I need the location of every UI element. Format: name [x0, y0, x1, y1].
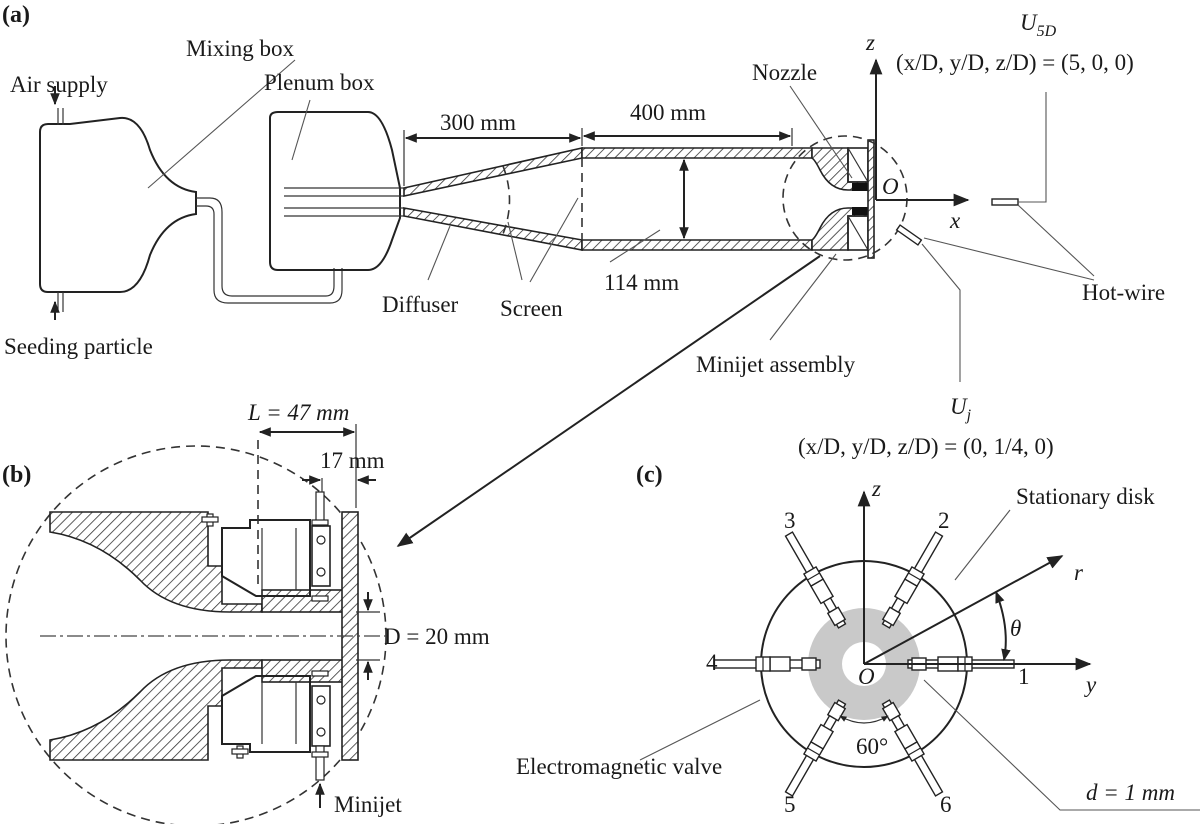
detail-pointer-arrow [396, 255, 821, 547]
plenum-box-shape [269, 111, 401, 271]
jet-number-5: 5 [784, 792, 796, 817]
r-axis-label-c: r [1074, 560, 1084, 585]
plenum-box-label: Plenum box [264, 70, 375, 95]
u5d-label: U5D [1020, 10, 1057, 40]
valve-assembly-top [201, 491, 331, 602]
minijet-label: Minijet [334, 792, 402, 817]
nozzle-label: Nozzle [752, 60, 817, 85]
dim-17-label: 17 mm [320, 448, 385, 473]
minijet-block-bottom [852, 207, 868, 215]
jet-number-2: 2 [938, 508, 950, 533]
angle-arc [839, 715, 889, 724]
electromagnetic-valve-label: Electromagnetic valve [516, 754, 722, 779]
theta-arc [995, 590, 1011, 662]
origin-label-a: O [882, 174, 899, 199]
chamber-wall-bottom [581, 239, 813, 251]
x-axis-label-a: x [949, 208, 961, 233]
D-dimension-label: D = 20 mm [384, 624, 490, 649]
body-plate-top [261, 589, 355, 613]
z-axis-label-a: z [865, 30, 875, 55]
screen-label: Screen [500, 296, 563, 321]
jet-number-6: 6 [940, 792, 952, 817]
z-axis-label-c: z [871, 476, 881, 501]
uj-label: Uj [950, 394, 972, 424]
jet-number-4: 4 [706, 650, 718, 675]
dim-300-label: 300 mm [440, 110, 516, 135]
diffuser-wall-bottom [403, 207, 583, 251]
L-dimension-label: L = 47 mm [247, 400, 349, 425]
panel-b: (b) [2, 400, 490, 824]
jet-number-3: 3 [784, 508, 796, 533]
stationary-disk-label: Stationary disk [1016, 484, 1155, 509]
minijet-array [713, 531, 1015, 797]
panel-a: (a) [2, 2, 1165, 547]
diffuser-wall-top [403, 147, 583, 197]
jet-number-1: 1 [1018, 664, 1030, 689]
uj-coords: (x/D, y/D, z/D) = (0, 1/4, 0) [798, 434, 1054, 459]
hot-wire-probe-1 [991, 198, 1019, 206]
y-axis-label-c: y [1084, 672, 1097, 697]
minijet-valve-2 [881, 531, 944, 629]
r-axis-c [863, 555, 1064, 665]
detail-circle-b [5, 445, 387, 824]
detail-circle-a [782, 135, 908, 261]
angle-60-label: 60° [856, 734, 888, 759]
minijet-block-top [852, 183, 868, 191]
panel-c: (c) z y r θ O 60° Stationary disk Electr… [516, 462, 1200, 817]
dim-114-label: 114 mm [604, 270, 679, 295]
body-plate-bottom [261, 659, 355, 683]
mixing-box-shape [39, 116, 197, 293]
origin-label-c: O [858, 664, 875, 689]
minijet-valve-5 [784, 699, 847, 797]
minijet-valve-4 [713, 656, 821, 672]
seeding-particle-label: Seeding particle [4, 334, 153, 359]
u5d-coords: (x/D, y/D, z/D) = (5, 0, 0) [896, 50, 1134, 75]
hot-wire-probe-2 [895, 224, 923, 246]
air-supply-label: Air supply [10, 72, 108, 97]
panel-b-label: (b) [2, 462, 31, 488]
valve-assembly-bottom [221, 670, 331, 781]
screen-1 [502, 165, 511, 235]
chamber-wall-top [581, 147, 813, 159]
minijet-assembly-label: Minijet assembly [696, 352, 856, 377]
panel-c-label: (c) [636, 462, 663, 488]
stationary-plate [867, 139, 875, 259]
theta-label: θ [1010, 616, 1021, 641]
minijet-valve-3 [784, 531, 847, 629]
dim-400-label: 400 mm [630, 100, 706, 125]
minijet-valve-6 [881, 699, 944, 797]
panel-a-label: (a) [2, 2, 30, 28]
connecting-pipe [196, 197, 335, 297]
hot-wire-label: Hot-wire [1082, 280, 1165, 305]
mixing-box-label: Mixing box [186, 36, 294, 61]
d-diameter-label: d = 1 mm [1086, 780, 1175, 805]
diffuser-label: Diffuser [382, 292, 459, 317]
